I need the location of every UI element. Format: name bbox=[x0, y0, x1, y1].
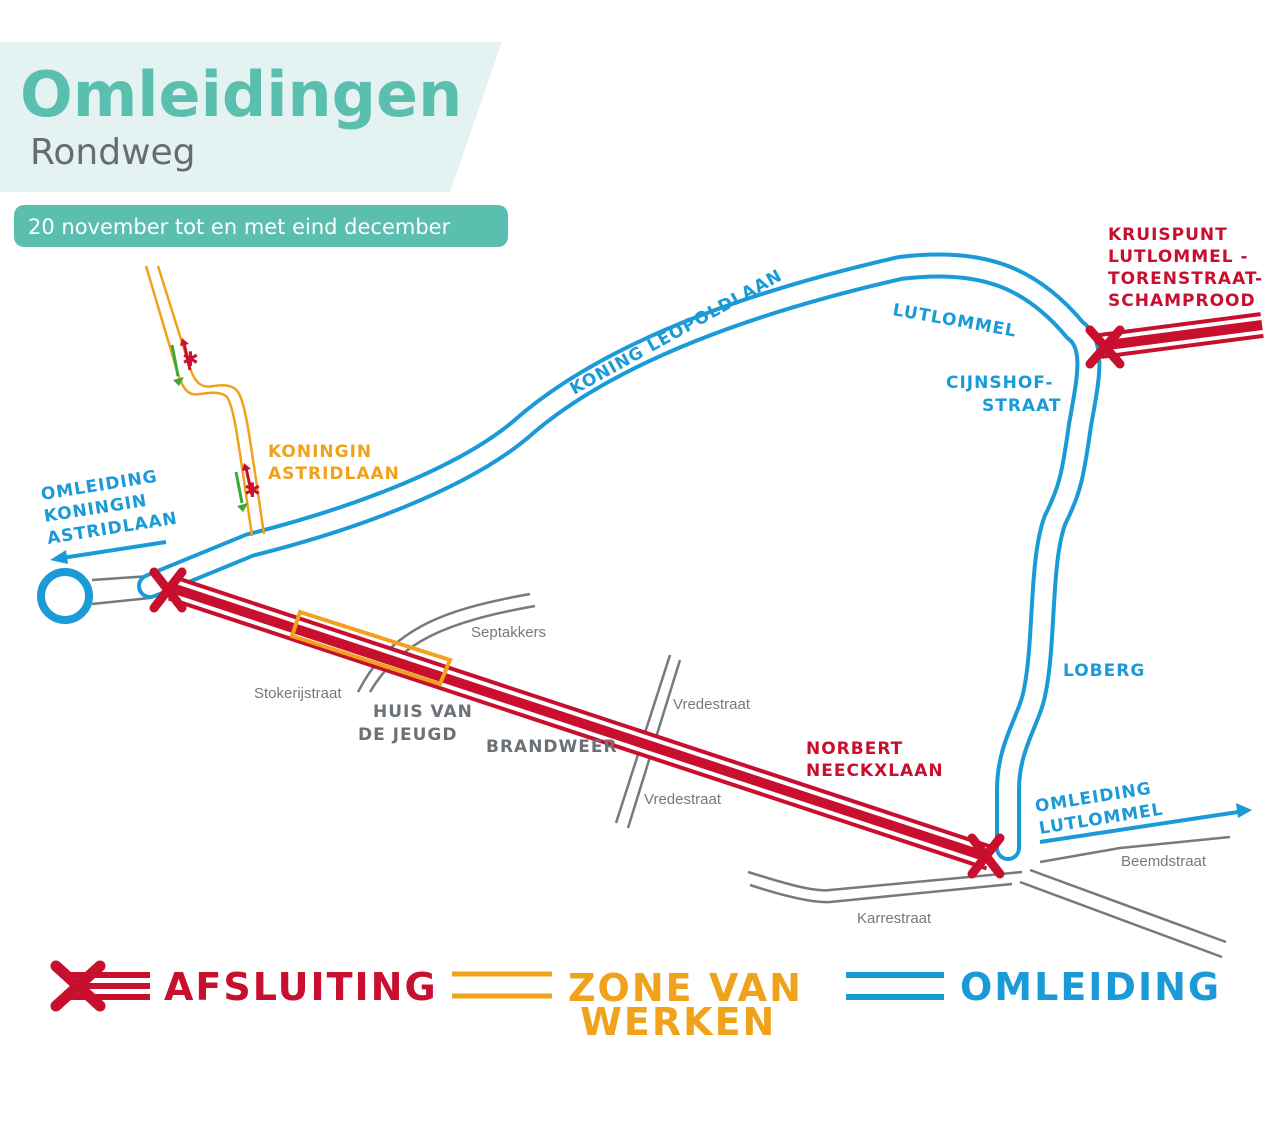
header-panel bbox=[0, 42, 502, 192]
detour-arrow-east bbox=[1039, 803, 1252, 844]
page-subtitle: Rondweg bbox=[30, 132, 196, 173]
closure-x-east bbox=[967, 833, 1005, 879]
closure-norbert-neeckxlaan bbox=[167, 575, 995, 871]
label-lutlommel: LUTLOMMEL bbox=[891, 300, 1018, 342]
label-septakkers: Septakkers bbox=[471, 624, 546, 641]
detour-route bbox=[137, 252, 1102, 861]
label-beemdstraat: Beemdstraat bbox=[1121, 853, 1207, 870]
label-huis-van-de-jeugd-2: DE JEUGD bbox=[358, 725, 457, 745]
label-norbert-1: NORBERT bbox=[806, 739, 903, 759]
label-kruispunt-1: KRUISPUNT bbox=[1108, 225, 1228, 245]
legend-closure-symbol bbox=[50, 960, 150, 1012]
legend-works-symbol bbox=[452, 971, 552, 999]
label-norbert-2: NEECKXLAAN bbox=[806, 761, 944, 781]
label-vredestraat-bottom: Vredestraat bbox=[644, 791, 722, 808]
label-koningin-astridlaan-1: KONINGIN bbox=[268, 442, 372, 462]
detour-arrow-west bbox=[50, 540, 167, 564]
label-kruispunt-4: SCHAMPROOD bbox=[1108, 291, 1256, 311]
label-loberg: LOBERG bbox=[1063, 661, 1145, 681]
page-title: Omleidingen bbox=[20, 58, 462, 131]
direction-arrows: ✱ ✱ bbox=[170, 338, 261, 512]
works-zone-box bbox=[289, 609, 453, 687]
works-zone-koningin-astridlaan bbox=[144, 265, 266, 537]
roundabout bbox=[37, 568, 93, 624]
legend-closure-label: AFSLUITING bbox=[164, 965, 438, 1009]
label-brandweer: BRANDWEER bbox=[486, 737, 618, 757]
legend-detour-label: OMLEIDING bbox=[960, 965, 1221, 1009]
closure-x-kruispunt bbox=[1085, 325, 1125, 369]
label-kruispunt-2: LUTLOMMEL - bbox=[1108, 247, 1249, 267]
side-streets bbox=[91, 574, 1231, 959]
legend-works-label-1: ZONE VAN bbox=[568, 966, 803, 1010]
closed-lane-mark-bottom: ✱ bbox=[244, 478, 261, 502]
label-cijnshofstraat-2: STRAAT bbox=[982, 396, 1062, 416]
date-badge-text: 20 november tot en met eind december bbox=[28, 215, 451, 239]
legend-works-label-2: WERKEN bbox=[580, 1000, 776, 1044]
legend-detour-symbol bbox=[846, 972, 944, 1000]
closure-x-west bbox=[149, 567, 187, 613]
label-cijnshofstraat-1: CIJNSHOF- bbox=[946, 373, 1053, 393]
legend: AFSLUITING ZONE VAN WERKEN OMLEIDING bbox=[50, 960, 1221, 1044]
label-koningin-astridlaan-2: ASTRIDLAAN bbox=[268, 464, 400, 484]
label-koning-leopoldlaan: KONING LEOPOLDLAAN bbox=[567, 266, 786, 400]
label-kruispunt-3: TORENSTRAAT- bbox=[1108, 269, 1263, 289]
label-stokerijstraat: Stokerijstraat bbox=[254, 685, 342, 702]
label-karrestraat: Karrestraat bbox=[857, 910, 932, 927]
closure-kruispunt bbox=[1098, 312, 1264, 359]
label-vredestraat-top: Vredestraat bbox=[673, 696, 751, 713]
label-huis-van-de-jeugd-1: HUIS VAN bbox=[373, 702, 473, 722]
closed-lane-mark-top: ✱ bbox=[182, 347, 199, 371]
closure-x-marks bbox=[149, 325, 1125, 879]
date-badge bbox=[14, 205, 508, 247]
